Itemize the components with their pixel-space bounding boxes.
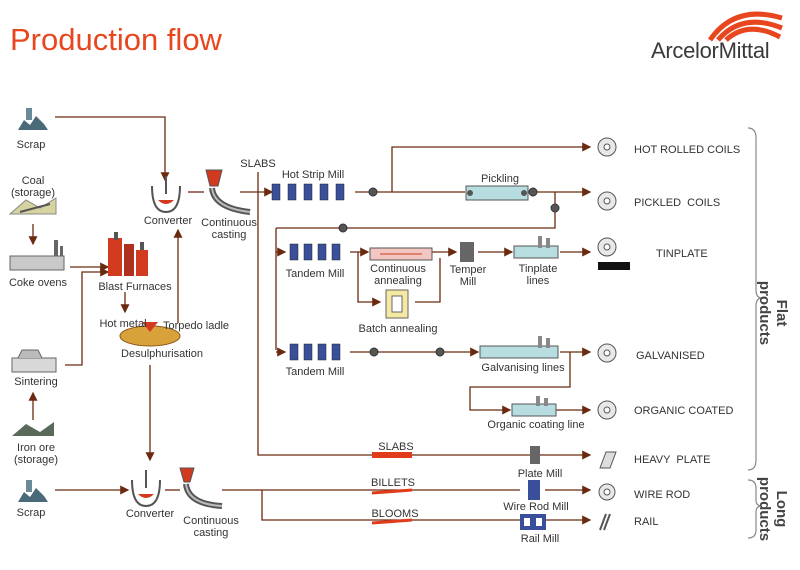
billets-label: BILLETS (370, 477, 416, 489)
continuous-annealing-label: Continuous annealing (370, 263, 426, 287)
tinplate-lines-label: Tinplate lines (518, 263, 558, 287)
long-products-label: Long products (756, 476, 790, 542)
temper-mill-label: Temper Mill (449, 264, 487, 288)
coal-label: Coal (storage) (10, 175, 56, 199)
heavy-plate-icon (599, 451, 617, 469)
scrap-pile-bottom-icon (18, 480, 48, 502)
wire-rod-mill-label: Wire Rod Mill (503, 501, 569, 513)
hot-rolled-coil-icon (597, 137, 617, 157)
brand-logo-icon (707, 11, 783, 42)
tandem-mill-1-label: Tandem Mill (285, 268, 345, 280)
page-title: Production flow (10, 22, 222, 57)
tinplate-coil-icon (597, 237, 617, 257)
galvanised-coil-icon (597, 343, 617, 363)
galvanising-lines-label: Galvanising lines (481, 362, 565, 374)
hot-metal-label: Hot metal (99, 318, 147, 330)
converter-top-label: Converter (143, 215, 193, 227)
organic-coated-coil-icon (597, 400, 617, 420)
slab-bar-icon (372, 452, 412, 458)
long-products-bracket (747, 479, 763, 539)
blast-furnaces-label: Blast Furnaces (98, 281, 172, 293)
desulphurisation-label: Desulphurisation (121, 348, 203, 360)
product-rail: RAIL (634, 516, 659, 528)
rail-icon (599, 513, 611, 531)
slabs-top-label: SLABS (240, 158, 276, 170)
tandem-mill-2-icon (289, 343, 341, 361)
converter-icon (151, 176, 181, 214)
tandem-mill-1-icon (289, 243, 341, 261)
scrap-bottom-label: Scrap (16, 507, 46, 519)
pickling-icon (465, 185, 529, 201)
scrap-top-label: Scrap (16, 139, 46, 151)
blooms-label: BLOOMS (371, 508, 419, 520)
bloom-bar-icon (371, 518, 413, 525)
torpedo-ladle-icon (119, 322, 181, 347)
iron-ore-pile-icon (12, 422, 54, 436)
continuous-annealing-icon (369, 247, 433, 261)
product-hot-rolled-coils: HOT ROLLED COILS (634, 144, 741, 156)
pickling-label: Pickling (481, 173, 519, 185)
tandem-mill-2-label: Tandem Mill (285, 366, 345, 378)
flat-products-bracket (747, 127, 763, 471)
coke-ovens-icon (9, 240, 65, 271)
continuous-casting-top-label: Continuous casting (201, 217, 257, 241)
plate-mill-icon (530, 446, 540, 464)
scrap-pile-icon (18, 108, 48, 130)
blast-furnace-icon (108, 232, 148, 276)
coke-ovens-label: Coke ovens (8, 277, 68, 289)
hot-strip-mill-icon (271, 183, 345, 201)
product-pickled-coils: PICKLED COILS (634, 197, 721, 209)
wire-rod-mill-icon (528, 480, 540, 500)
converter-bottom-label: Converter (125, 508, 175, 520)
product-organic-coated: ORGANIC COATED (634, 405, 734, 417)
organic-coating-line-label: Organic coating line (487, 419, 585, 431)
flat-products-label: Flat products (756, 280, 790, 346)
organic-coating-line-icon (511, 396, 557, 417)
sintering-label: Sintering (14, 376, 58, 388)
batch-annealing-icon (385, 289, 409, 319)
continuous-casting-bottom-label: Continuous casting (183, 515, 239, 539)
product-heavy-plate: HEAVY PLATE (634, 454, 711, 466)
brand-name: ArcelorMittal (651, 38, 770, 63)
tinplate-sheet-icon (598, 262, 630, 270)
batch-annealing-label: Batch annealing (358, 323, 438, 335)
converter-bottom-icon (131, 470, 161, 508)
wire-rod-coil-icon (598, 483, 616, 501)
sintering-icon (11, 349, 57, 373)
slabs-bottom-label: SLABS (378, 441, 414, 453)
iron-ore-label: Iron ore (storage) (13, 442, 59, 466)
temper-mill-icon (460, 242, 474, 262)
tinplate-lines-icon (513, 236, 559, 259)
rail-mill-label: Rail Mill (520, 533, 560, 545)
coal-pile-icon (8, 197, 57, 215)
plate-mill-label: Plate Mill (517, 468, 563, 480)
pickled-coil-icon (597, 191, 617, 211)
product-wire-rod: WIRE ROD (634, 489, 691, 501)
torpedo-ladle-label: Torpedo ladle (162, 320, 230, 332)
continuous-casting-bottom-icon (179, 467, 223, 509)
product-galvanised: GALVANISED (636, 350, 705, 362)
hot-strip-mill-label: Hot Strip Mill (281, 169, 345, 181)
billet-bar-icon (371, 488, 413, 495)
product-tinplate: TINPLATE (656, 248, 708, 260)
galvanising-lines-icon (479, 336, 559, 359)
rail-mill-icon (520, 514, 546, 530)
continuous-casting-icon (205, 169, 251, 215)
